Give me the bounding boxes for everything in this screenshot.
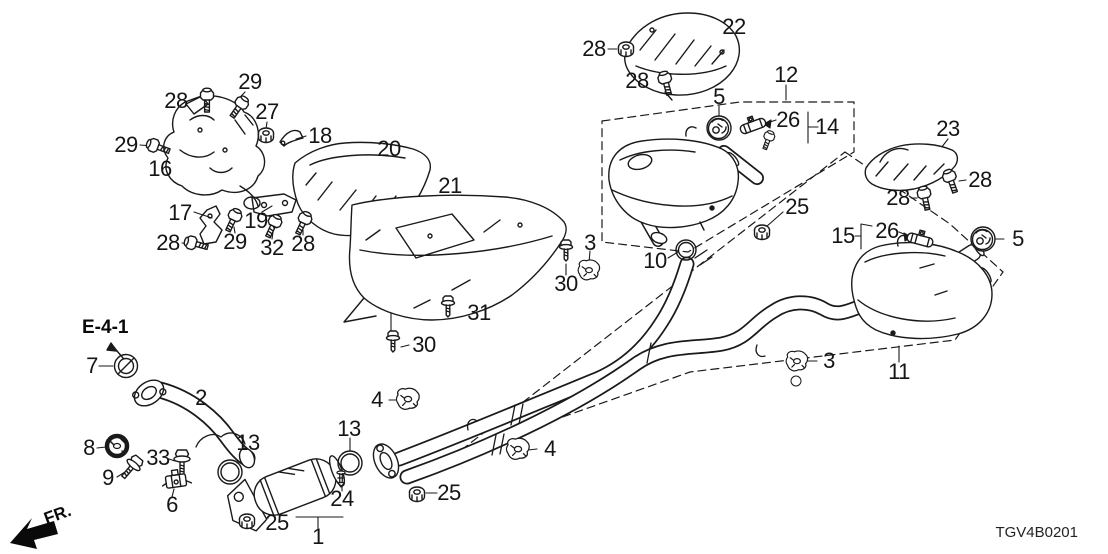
bolt-28f (940, 166, 962, 196)
callout-4: 4 (371, 387, 383, 412)
callout-18: 18 (308, 123, 332, 148)
bolt-28g (915, 184, 935, 212)
callout-33: 33 (146, 445, 170, 470)
bolt-28c (182, 233, 210, 255)
gasket-ring-13a (217, 459, 243, 485)
callout-24: 24 (330, 486, 354, 511)
floor-heat-shield-21 (343, 194, 567, 323)
gasket-ring-10 (675, 239, 697, 261)
clip-30b (385, 330, 401, 353)
manifold-converter (163, 94, 266, 210)
callout-20: 20 (377, 136, 401, 161)
front-pipe (151, 381, 256, 469)
sensor-6 (161, 468, 193, 489)
callout-25: 25 (437, 480, 461, 505)
callout-13: 13 (236, 430, 260, 455)
callout-9: 9 (102, 465, 114, 490)
callout-32: 32 (260, 235, 284, 260)
callout-28: 28 (156, 230, 180, 255)
callout-25: 25 (785, 194, 809, 219)
mount-3b (785, 350, 809, 372)
callout-23: 23 (936, 116, 960, 141)
gasket-ring-7 (113, 353, 139, 379)
mid-pipe-flange (372, 443, 400, 479)
callout-17: 17 (168, 200, 192, 225)
mount-3a (577, 259, 601, 281)
callout-5: 5 (713, 84, 725, 109)
callout-30: 30 (412, 332, 436, 357)
muffler-right (851, 234, 993, 340)
callout-13: 13 (337, 416, 361, 441)
callout-28: 28 (164, 88, 188, 113)
callout-26: 26 (776, 107, 800, 132)
callout-29: 29 (114, 132, 138, 157)
callout-7: 7 (86, 353, 98, 378)
callout-25: 25 (265, 510, 289, 535)
callout-22: 22 (722, 14, 746, 39)
reference-label: E-4-1 (82, 317, 129, 338)
callout-3: 3 (823, 348, 835, 373)
callout-12: 12 (774, 62, 798, 87)
nut-25b (238, 513, 256, 530)
callout-16: 16 (148, 156, 172, 181)
callout-8: 8 (83, 435, 95, 460)
bracket-17 (199, 205, 223, 245)
callout-28: 28 (968, 167, 992, 192)
hanger-5a (706, 115, 732, 141)
nut-25c (408, 486, 426, 503)
heat-shield-23 (864, 143, 959, 192)
callout-26: 26 (875, 218, 899, 243)
callout-3: 3 (584, 230, 596, 255)
grommet-8 (104, 433, 130, 459)
callout-29: 29 (223, 229, 247, 254)
muffler-left (608, 126, 764, 266)
clip-30a (558, 239, 574, 262)
nut-25a (753, 224, 771, 241)
callout-30: 30 (554, 271, 578, 296)
callout-11: 11 (888, 359, 910, 384)
nut-27 (257, 127, 275, 144)
mid-pipe-right-branch (399, 295, 867, 485)
callout-31: 31 (467, 300, 491, 325)
hanger-5b (970, 226, 996, 252)
callout-28: 28 (582, 36, 606, 61)
callout-6: 6 (166, 492, 178, 517)
callout-15: 15 (831, 223, 855, 248)
callout-21: 21 (438, 173, 462, 198)
callout-28: 28 (625, 68, 649, 93)
nut-28d (617, 41, 635, 58)
callout-28: 28 (291, 231, 315, 256)
group-outline-muffler-left (601, 101, 855, 253)
bracket-18 (279, 129, 304, 147)
callout-29: 29 (238, 69, 262, 94)
mount-4b (505, 437, 530, 460)
mount-4a (395, 387, 420, 410)
clamp-26a (736, 111, 777, 152)
front-pipe-flange (132, 379, 167, 407)
callout-19: 19 (244, 208, 268, 233)
callout-4: 4 (544, 436, 556, 461)
callout-5: 5 (1012, 226, 1024, 251)
callout-14: 14 (815, 114, 839, 139)
front-direction-arrow (10, 518, 58, 549)
callout-2: 2 (195, 385, 207, 410)
callout-28: 28 (886, 185, 910, 210)
heat-shield-22 (623, 12, 741, 101)
bolt-33 (173, 449, 191, 476)
callout-27: 27 (255, 99, 279, 124)
diagram-code: TGV4B0201 (995, 524, 1078, 541)
callout-1: 1 (312, 524, 324, 549)
mount-3b-hole (790, 375, 802, 387)
callout-10: 10 (643, 248, 667, 273)
